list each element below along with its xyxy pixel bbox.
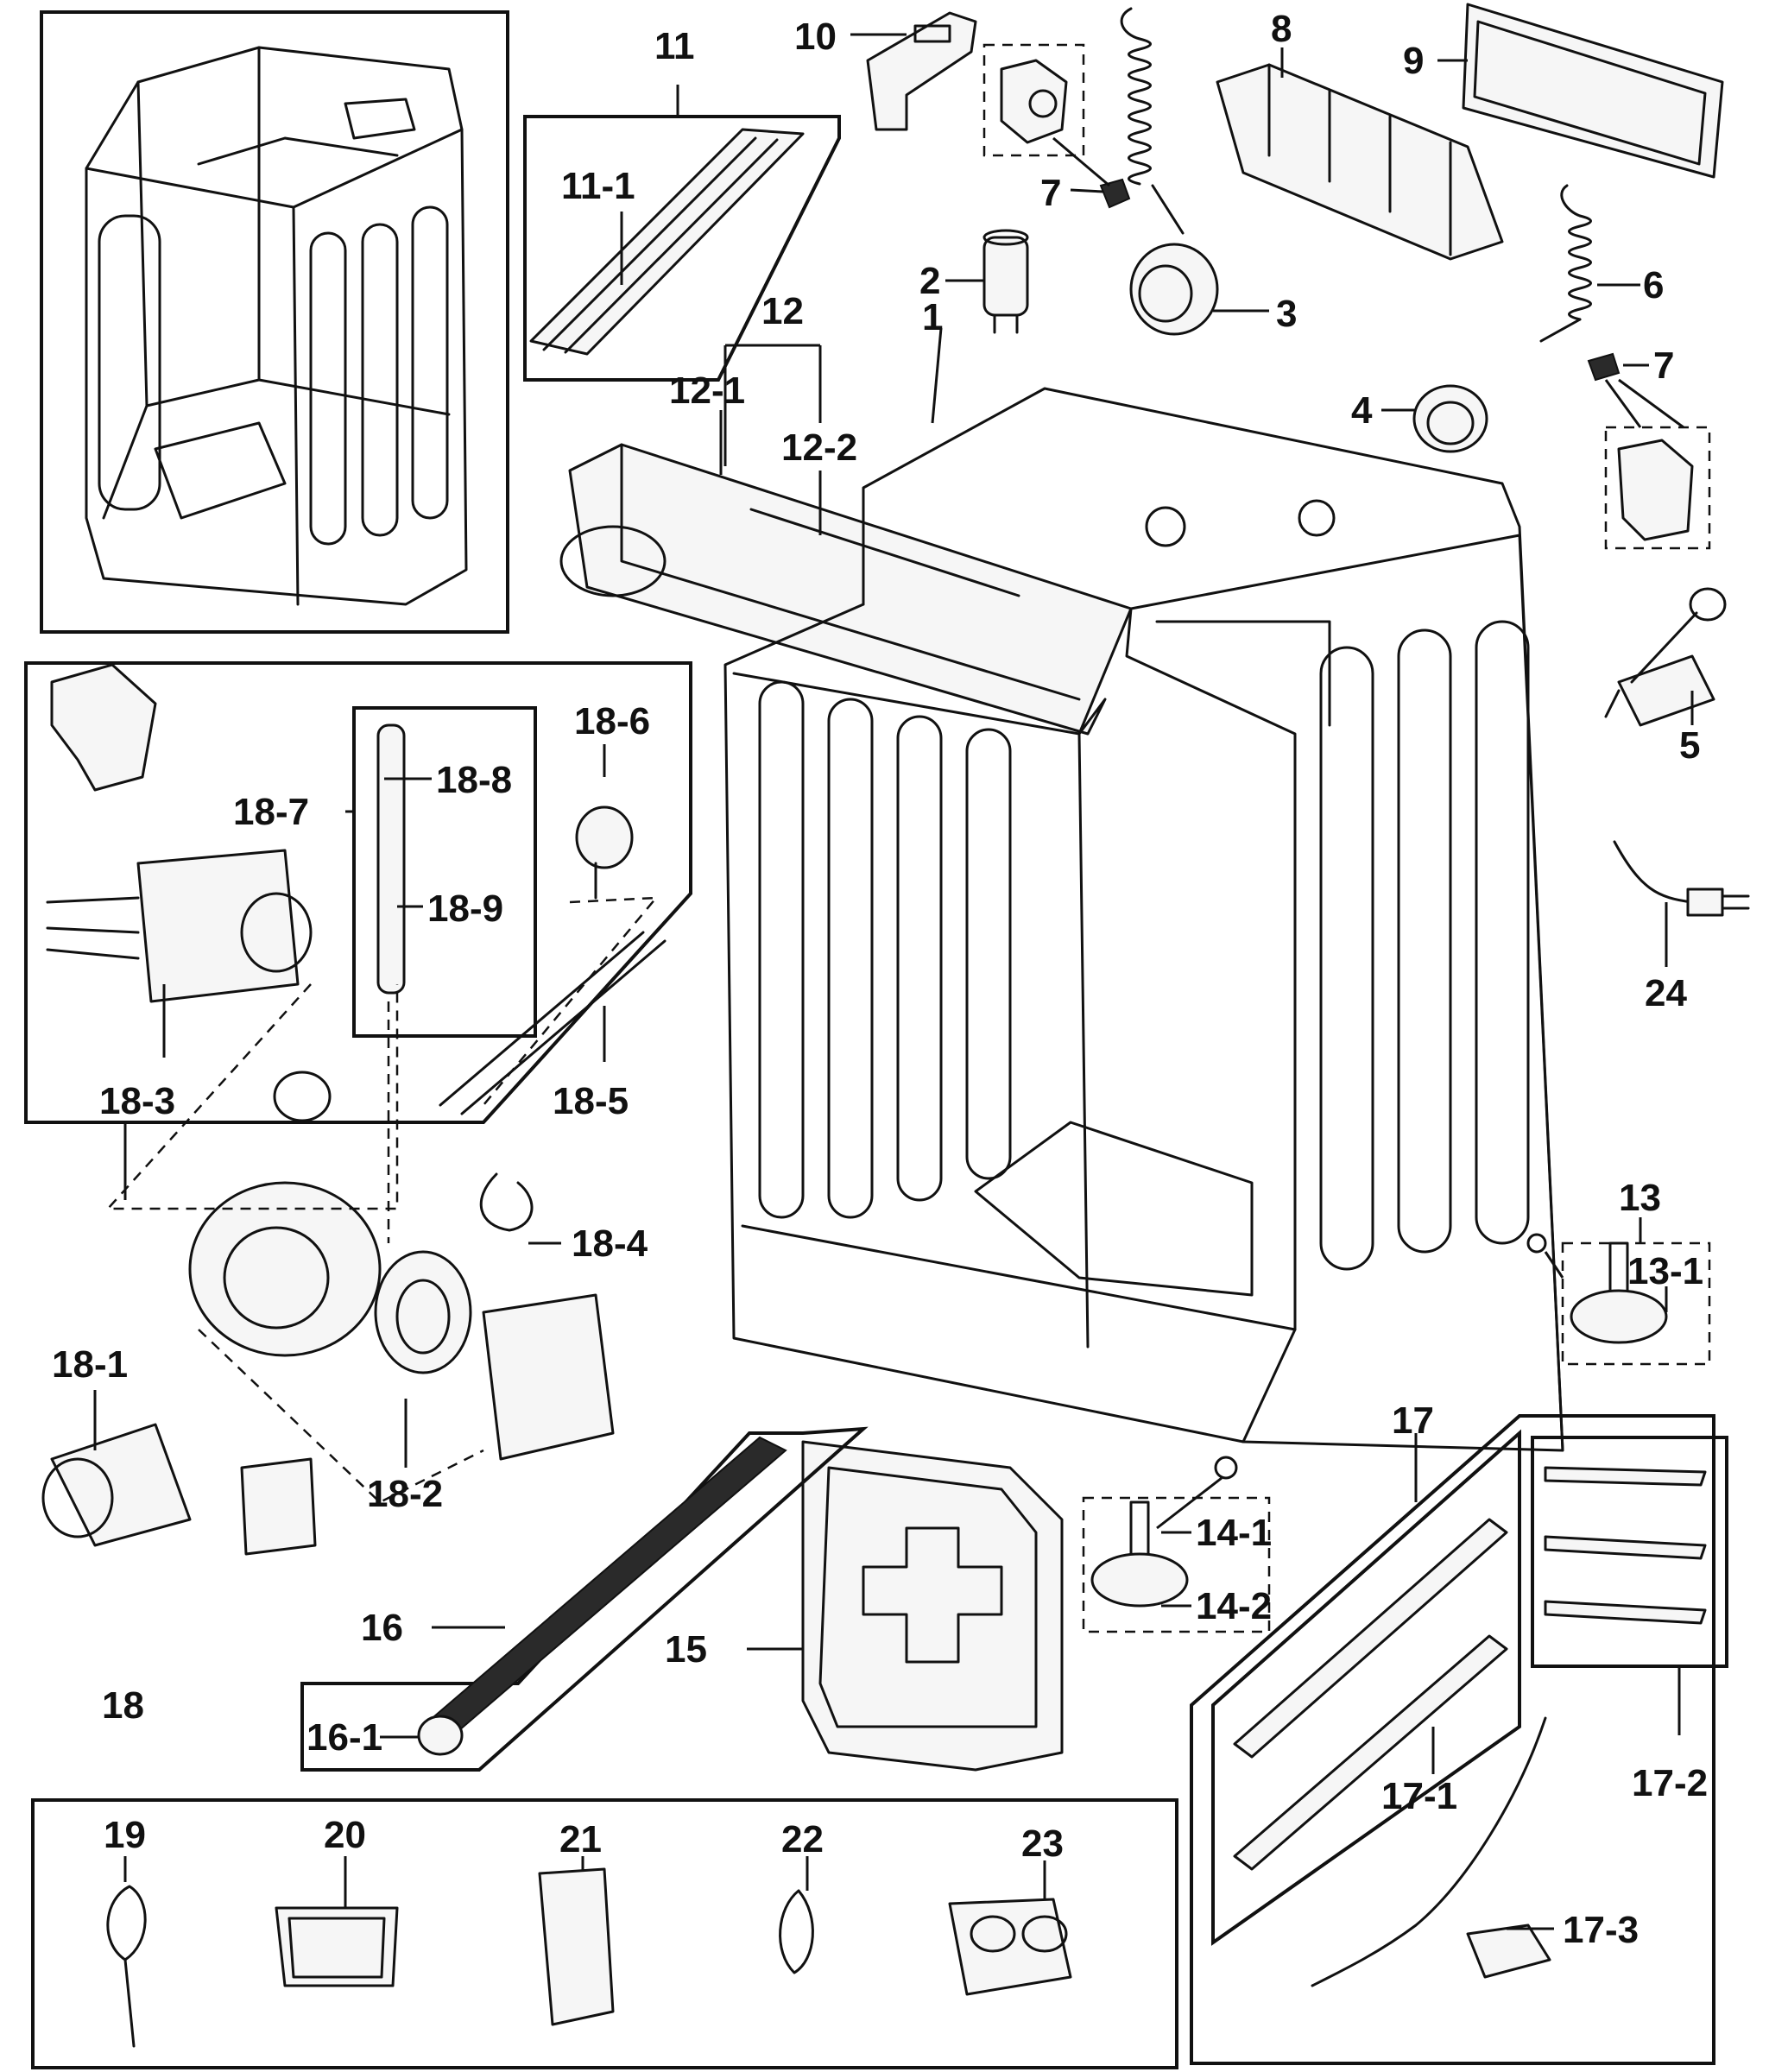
callout-6: 6 (1643, 264, 1664, 306)
callout-18-5: 18-5 (553, 1080, 629, 1122)
callout-2: 2 (919, 260, 940, 302)
part-14-leveling-foot-group (1082, 1456, 1271, 1633)
part-4-ring (1381, 384, 1488, 453)
callout-17-3: 17-3 (1563, 1909, 1639, 1951)
part-5-element (1604, 587, 1727, 727)
part-6-springs (1120, 7, 1640, 343)
part-16-drain-hose (300, 1426, 869, 1772)
callout-18-4: 18-4 (572, 1222, 648, 1265)
callout-18-2: 18-2 (367, 1473, 443, 1515)
callout-17-2: 17-2 (1632, 1762, 1708, 1804)
callout-1: 1 (922, 296, 943, 338)
callout-12: 12 (761, 290, 804, 332)
callout-5: 5 (1679, 724, 1700, 767)
part-7-lower-connector (1587, 352, 1711, 550)
callout-18-7: 18-7 (233, 791, 309, 833)
callout-20: 20 (324, 1814, 366, 1856)
assembled-cabinet-inset (40, 10, 509, 634)
callout-11: 11 (654, 25, 695, 67)
part-24-power-cord (1613, 840, 1750, 967)
callout-14-1: 14-1 (1196, 1512, 1272, 1554)
callout-14-2: 14-2 (1196, 1585, 1272, 1627)
part-13-leveling-foot-group (1526, 1217, 1711, 1366)
part-17-rails-group (1190, 1414, 1728, 2065)
part-12-front-frame (559, 344, 1133, 736)
callout-10: 10 (794, 16, 837, 58)
callout-17: 17 (1392, 1399, 1434, 1442)
callout-13-1: 13-1 (1627, 1250, 1703, 1292)
part-10-bracket (850, 11, 977, 131)
clips-group (31, 1798, 1178, 2069)
callout-24: 24 (1645, 972, 1687, 1014)
callout-16-1: 16-1 (306, 1716, 382, 1759)
callout-7-upper: 7 (1040, 172, 1061, 214)
callout-18-9: 18-9 (427, 888, 503, 930)
part-2-capacitor (945, 229, 1029, 334)
part-8-detergent-drawer (1216, 47, 1504, 261)
callout-15: 15 (665, 1628, 707, 1671)
part-1-cabinet (723, 327, 1564, 1452)
callout-8: 8 (1271, 8, 1292, 50)
callout-19: 19 (104, 1814, 146, 1856)
callout-21: 21 (559, 1818, 602, 1860)
callout-18-6: 18-6 (574, 700, 650, 742)
part-11-rail-group (523, 85, 841, 382)
callout-11-1: 11-1 (561, 165, 635, 207)
callout-18-3: 18-3 (99, 1080, 175, 1122)
callout-16: 16 (361, 1607, 403, 1649)
callout-4: 4 (1351, 389, 1373, 432)
callout-23: 23 (1021, 1822, 1064, 1865)
callout-labels: 1 2 3 4 5 6 7 7 8 9 10 11 11-1 12 12-1 1… (52, 8, 1708, 1951)
callout-18-1: 18-1 (52, 1343, 128, 1386)
callout-17-1: 17-1 (1381, 1775, 1457, 1817)
callout-7-lower: 7 (1653, 344, 1674, 387)
part-7-upper-connector (982, 43, 1131, 209)
part-18-drain-pump-group (24, 661, 692, 1556)
callout-18: 18 (102, 1684, 144, 1727)
part-3-bellows (1129, 243, 1269, 336)
callout-9: 9 (1403, 40, 1424, 82)
callout-22: 22 (781, 1818, 824, 1860)
part-9-panel (1437, 3, 1724, 179)
callout-18-8: 18-8 (436, 759, 512, 801)
callout-12-1: 12-1 (669, 370, 745, 412)
callout-13: 13 (1619, 1177, 1661, 1219)
part-15-cover (747, 1440, 1064, 1772)
callout-3: 3 (1276, 293, 1297, 335)
callout-12-2: 12-2 (781, 426, 857, 469)
